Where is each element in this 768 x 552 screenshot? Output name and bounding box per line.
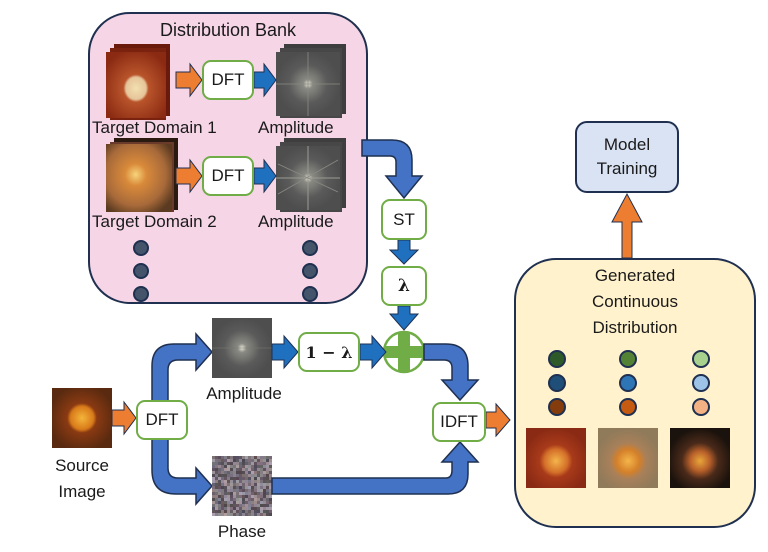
amplitude-1-label: Amplitude xyxy=(258,118,334,137)
phase-to-idft-flow xyxy=(271,440,480,495)
output-to-training-arrow xyxy=(611,192,643,259)
model-training-line2: Training xyxy=(596,159,658,178)
source-label-line1: Source xyxy=(55,456,109,475)
source-amplitude-label: Amplitude xyxy=(206,384,282,403)
dft-to-amplitude-flow xyxy=(151,332,214,403)
plus-to-idft-flow xyxy=(423,343,480,402)
bank-title: Distribution Bank xyxy=(159,20,297,40)
generated-image-3 xyxy=(670,428,730,488)
source-image xyxy=(52,388,112,448)
ellipsis-dot xyxy=(133,263,149,279)
st-node: ST xyxy=(381,199,427,240)
source-orange-arrow xyxy=(111,400,137,436)
source-amplitude-image xyxy=(212,318,272,378)
idft-to-output-arrow xyxy=(485,402,511,438)
lambda-node: λ xyxy=(381,266,427,306)
distribution-dot xyxy=(548,398,566,416)
dft-to-phase-flow xyxy=(151,435,214,506)
distribution-dot xyxy=(619,398,637,416)
orange-arrow-2 xyxy=(175,158,203,194)
bank-to-st-flow xyxy=(361,139,424,200)
ellipsis-dot xyxy=(133,286,149,302)
output-title-line1: Generated xyxy=(594,266,676,285)
ellipsis-dot xyxy=(302,240,318,256)
amplitude-to-1mlambda-arrow xyxy=(271,334,299,370)
sum-operator-icon xyxy=(382,330,426,374)
ellipsis-dot xyxy=(302,263,318,279)
output-title-line3: Distribution xyxy=(592,318,678,337)
blue-arrow-2 xyxy=(253,158,277,194)
distribution-dot xyxy=(619,374,637,392)
source-dft-node: DFT xyxy=(136,400,188,440)
distribution-dot xyxy=(548,374,566,392)
target-domain-1-label: Target Domain 1 xyxy=(92,118,217,137)
phase-image xyxy=(212,456,272,516)
target-domain-1-image xyxy=(106,44,170,120)
generated-image-1 xyxy=(526,428,586,488)
amplitude-2-label: Amplitude xyxy=(258,212,334,231)
target-domain-2-image xyxy=(106,138,178,212)
output-title-line2: Continuous xyxy=(591,292,678,311)
1mlambda-to-plus-arrow xyxy=(359,334,387,370)
target-domain-2-label: Target Domain 2 xyxy=(92,212,217,231)
amplitude-2-image xyxy=(276,138,346,212)
one-minus-lambda-node: 1 − λ xyxy=(298,332,360,372)
ellipsis-dot xyxy=(133,240,149,256)
model-training-line1: Model xyxy=(603,135,651,154)
bank-dft-node-2: DFT xyxy=(202,156,254,196)
idft-node: IDFT xyxy=(432,402,486,442)
distribution-dot xyxy=(692,350,710,368)
distribution-dot xyxy=(548,350,566,368)
st-to-lambda-arrow xyxy=(388,239,420,265)
blue-arrow-1 xyxy=(253,62,277,98)
distribution-dot xyxy=(692,398,710,416)
distribution-dot xyxy=(619,350,637,368)
generated-image-2 xyxy=(598,428,658,488)
distribution-dot xyxy=(692,374,710,392)
model-training-box: Model Training xyxy=(575,121,679,193)
bank-dft-node-1: DFT xyxy=(202,60,254,100)
lambda-to-plus-arrow xyxy=(388,305,420,331)
ellipsis-dot xyxy=(302,286,318,302)
source-label-line2: Image xyxy=(58,482,106,501)
amplitude-1-image xyxy=(276,44,346,118)
orange-arrow-1 xyxy=(175,62,203,98)
phase-label: Phase xyxy=(217,522,267,541)
